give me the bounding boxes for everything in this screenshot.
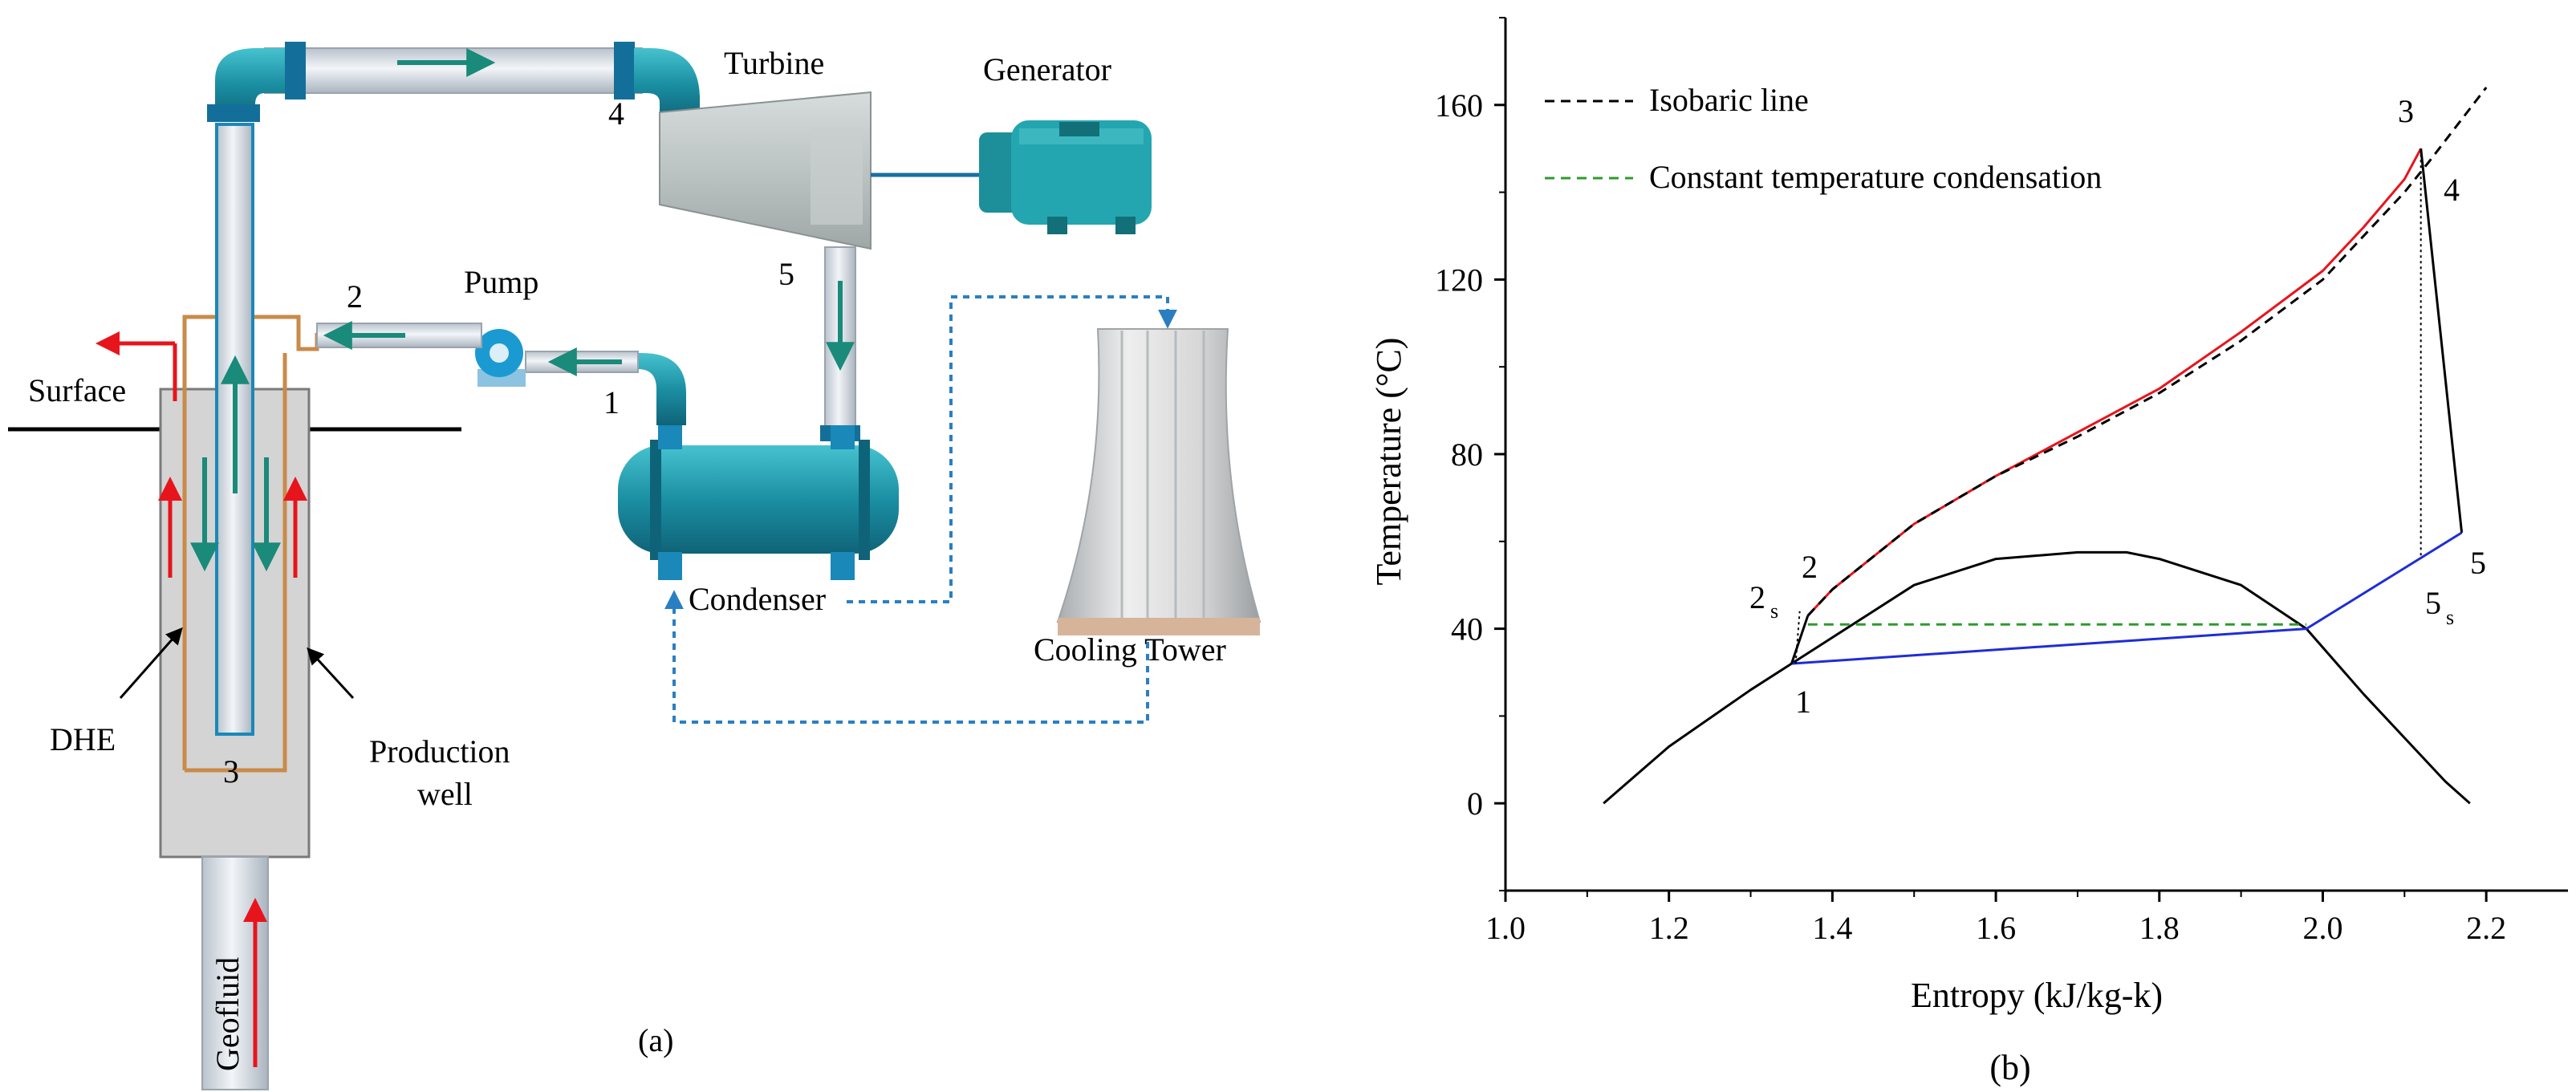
cooling-line xyxy=(1791,531,2463,665)
x-axis-title: Entropy (kJ/kg-k) xyxy=(1911,976,2163,1015)
left-elbow-collar xyxy=(207,104,260,122)
pump xyxy=(475,329,526,387)
state-label-5: 5 xyxy=(778,256,794,292)
label-condenser: Condenser xyxy=(689,581,826,617)
pump-line xyxy=(1790,615,1810,664)
top-pipe-collar-right xyxy=(614,42,635,99)
chart-state-1: 1 xyxy=(1795,684,1811,720)
label-surface: Surface xyxy=(28,372,126,408)
chart-state-2s: 2 xyxy=(1749,579,1765,615)
state-label-2: 2 xyxy=(347,278,363,315)
state-label-4: 4 xyxy=(608,95,624,132)
state-label-3: 3 xyxy=(223,753,239,790)
label-pump: Pump xyxy=(464,264,538,300)
isobaric-line xyxy=(1806,87,2488,617)
left-elbow xyxy=(215,48,289,120)
top-pipe-collar-left xyxy=(285,42,306,99)
cooling-tower xyxy=(1056,328,1262,635)
y-tick-label: 160 xyxy=(1435,87,1483,124)
legend: Isobaric line Constant temperature conde… xyxy=(1545,82,2102,195)
label-generator: Generator xyxy=(983,51,1111,87)
x-tick-label: 2.0 xyxy=(2302,910,2342,946)
chart-state-3: 3 xyxy=(2398,93,2414,129)
legend-label-condensation: Constant temperature condensation xyxy=(1649,159,2102,195)
y-tick-label: 40 xyxy=(1451,611,1483,647)
chart-state-4: 4 xyxy=(2444,172,2460,208)
dhe-pointer-arrow xyxy=(119,627,183,699)
coolant-loop-supply xyxy=(847,295,1177,603)
caption-b: (b) xyxy=(1989,1048,2030,1087)
isentropic-pump-guide xyxy=(1794,611,1801,664)
legend-label-isobaric: Isobaric line xyxy=(1649,82,1809,118)
chart-state-2: 2 xyxy=(1802,549,1818,585)
chart-series xyxy=(1603,87,2488,805)
y-tick-label: 0 xyxy=(1467,786,1483,822)
y-tick-label: 80 xyxy=(1451,436,1483,473)
label-production-well-2: well xyxy=(417,776,473,812)
chart-state-5s-sub: s xyxy=(2446,606,2454,629)
chart-state-5: 5 xyxy=(2470,545,2486,581)
chart-state-2s-sub: s xyxy=(1770,599,1778,623)
label-turbine: Turbine xyxy=(724,45,824,81)
coolant-loop-return xyxy=(664,590,1149,724)
heating-line xyxy=(1806,148,2423,617)
y-axis-title: Temperature (°C) xyxy=(1369,338,1408,586)
saturation-dome-line xyxy=(1603,550,2471,805)
panel-a-schematic: Turbine Generator Pump Condenser Cooling… xyxy=(8,42,1262,1090)
x-tick-label: 1.8 xyxy=(2139,910,2180,946)
turbine-panel xyxy=(811,128,863,225)
x-tick-label: 2.2 xyxy=(2466,910,2506,946)
state-label-1: 1 xyxy=(603,384,620,420)
well-pointer-arrow xyxy=(307,647,355,700)
top-pipe xyxy=(264,47,643,94)
panel-b-chart: 1.0 1.2 1.4 1.6 1.8 2.0 2.2 0 40 80 120 160 Isobari… xyxy=(1369,17,2568,1087)
label-geofluid: Geofluid xyxy=(209,957,246,1071)
expansion-line xyxy=(2420,148,2464,534)
axis-ticks: 1.0 1.2 1.4 1.6 1.8 2.0 2.2 0 40 80 120 160 xyxy=(1435,17,2506,946)
right-elbow xyxy=(634,48,700,120)
label-production-well-1: Production xyxy=(369,733,510,769)
condenser-inlet-elbow xyxy=(634,353,686,425)
generator xyxy=(979,120,1152,234)
chart-state-5s: 5 xyxy=(2425,585,2441,621)
x-tick-label: 1.6 xyxy=(1976,910,2016,946)
label-dhe: DHE xyxy=(50,721,116,757)
x-tick-label: 1.2 xyxy=(1649,910,1689,946)
condenser xyxy=(618,425,899,580)
y-tick-label: 120 xyxy=(1435,262,1483,298)
label-cooling-tower: Cooling Tower xyxy=(1034,631,1226,668)
x-tick-label: 1.4 xyxy=(1812,910,1852,946)
caption-a: (a) xyxy=(638,1022,673,1058)
x-tick-label: 1.0 xyxy=(1485,910,1526,946)
